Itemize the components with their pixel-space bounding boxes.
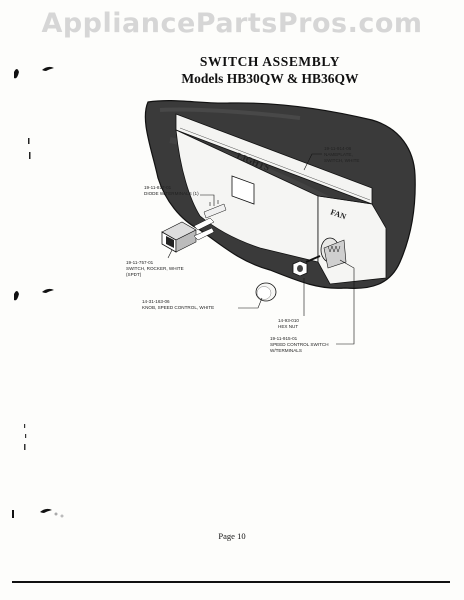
binder-mark-bottom: [12, 508, 64, 518]
callout-diode: 19-11-817-01 DIODE W/TERMINALS (1): [144, 185, 199, 196]
leader-lines: [167, 153, 355, 345]
nameplate-part-number: 19-11-914-06: [324, 146, 352, 151]
binder-tick-2: [24, 424, 27, 450]
rocker-switch: [161, 200, 227, 253]
hex-nut-desc: HEX NUT: [278, 324, 298, 329]
knob-part-number: 14-31-163-06: [142, 299, 170, 304]
page-number: Page 10: [218, 531, 246, 541]
rocker-cutout: [231, 175, 255, 205]
diode-desc: DIODE W/TERMINALS (1): [144, 191, 199, 196]
rocker-desc-2: (SPDT): [126, 272, 142, 277]
callout-hex-nut: 14-93-010 HEX NUT: [278, 318, 299, 329]
nameplate-desc-1: NAMEPLATE,: [324, 152, 353, 157]
callout-nameplate: 19-11-914-06 NAMEPLATE, SWITCH, WHITE: [324, 146, 359, 163]
diode-part-number: 19-11-817-01: [144, 185, 172, 190]
speed-switch-desc-1: SPEED CONTROL SWITCH: [270, 342, 329, 347]
diagram-subtitle: Models HB30QW & HB36QW: [181, 71, 359, 86]
binder-tick-1: [28, 138, 31, 159]
callout-rocker: 19-11-757-01 SWITCH, ROCKER, WHITE (SPDT…: [126, 260, 184, 277]
callout-speed-switch: 19-11-915-01 SPEED CONTROL SWITCH W/TERM…: [270, 336, 329, 353]
speed-control-switch: [305, 237, 347, 269]
binder-mark-middle: [14, 288, 54, 301]
hex-nut-part-number: 14-93-010: [278, 318, 299, 323]
binder-mark-top: [14, 66, 54, 79]
watermark: AppliancePartsPros.com: [41, 8, 423, 39]
nameplate-desc-2: SWITCH, WHITE: [324, 158, 359, 163]
rocker-part-number: 19-11-757-01: [126, 260, 154, 265]
callout-knob: 14-31-163-06 KNOB, SPEED CONTROL, WHITE: [142, 299, 214, 310]
rocker-desc-1: SWITCH, ROCKER, WHITE: [126, 266, 184, 271]
bottom-rule: [12, 581, 450, 583]
speed-switch-desc-2: W/TERMINALS: [270, 348, 302, 353]
hex-nut: [292, 260, 308, 277]
diagram-title: SWITCH ASSEMBLY: [199, 54, 341, 69]
binder-marks: [12, 66, 64, 518]
speed-knob: [255, 282, 277, 302]
knob-desc: KNOB, SPEED CONTROL, WHITE: [142, 305, 214, 310]
speed-switch-part-number: 19-11-915-01: [270, 336, 298, 341]
diode-part: [203, 203, 227, 219]
